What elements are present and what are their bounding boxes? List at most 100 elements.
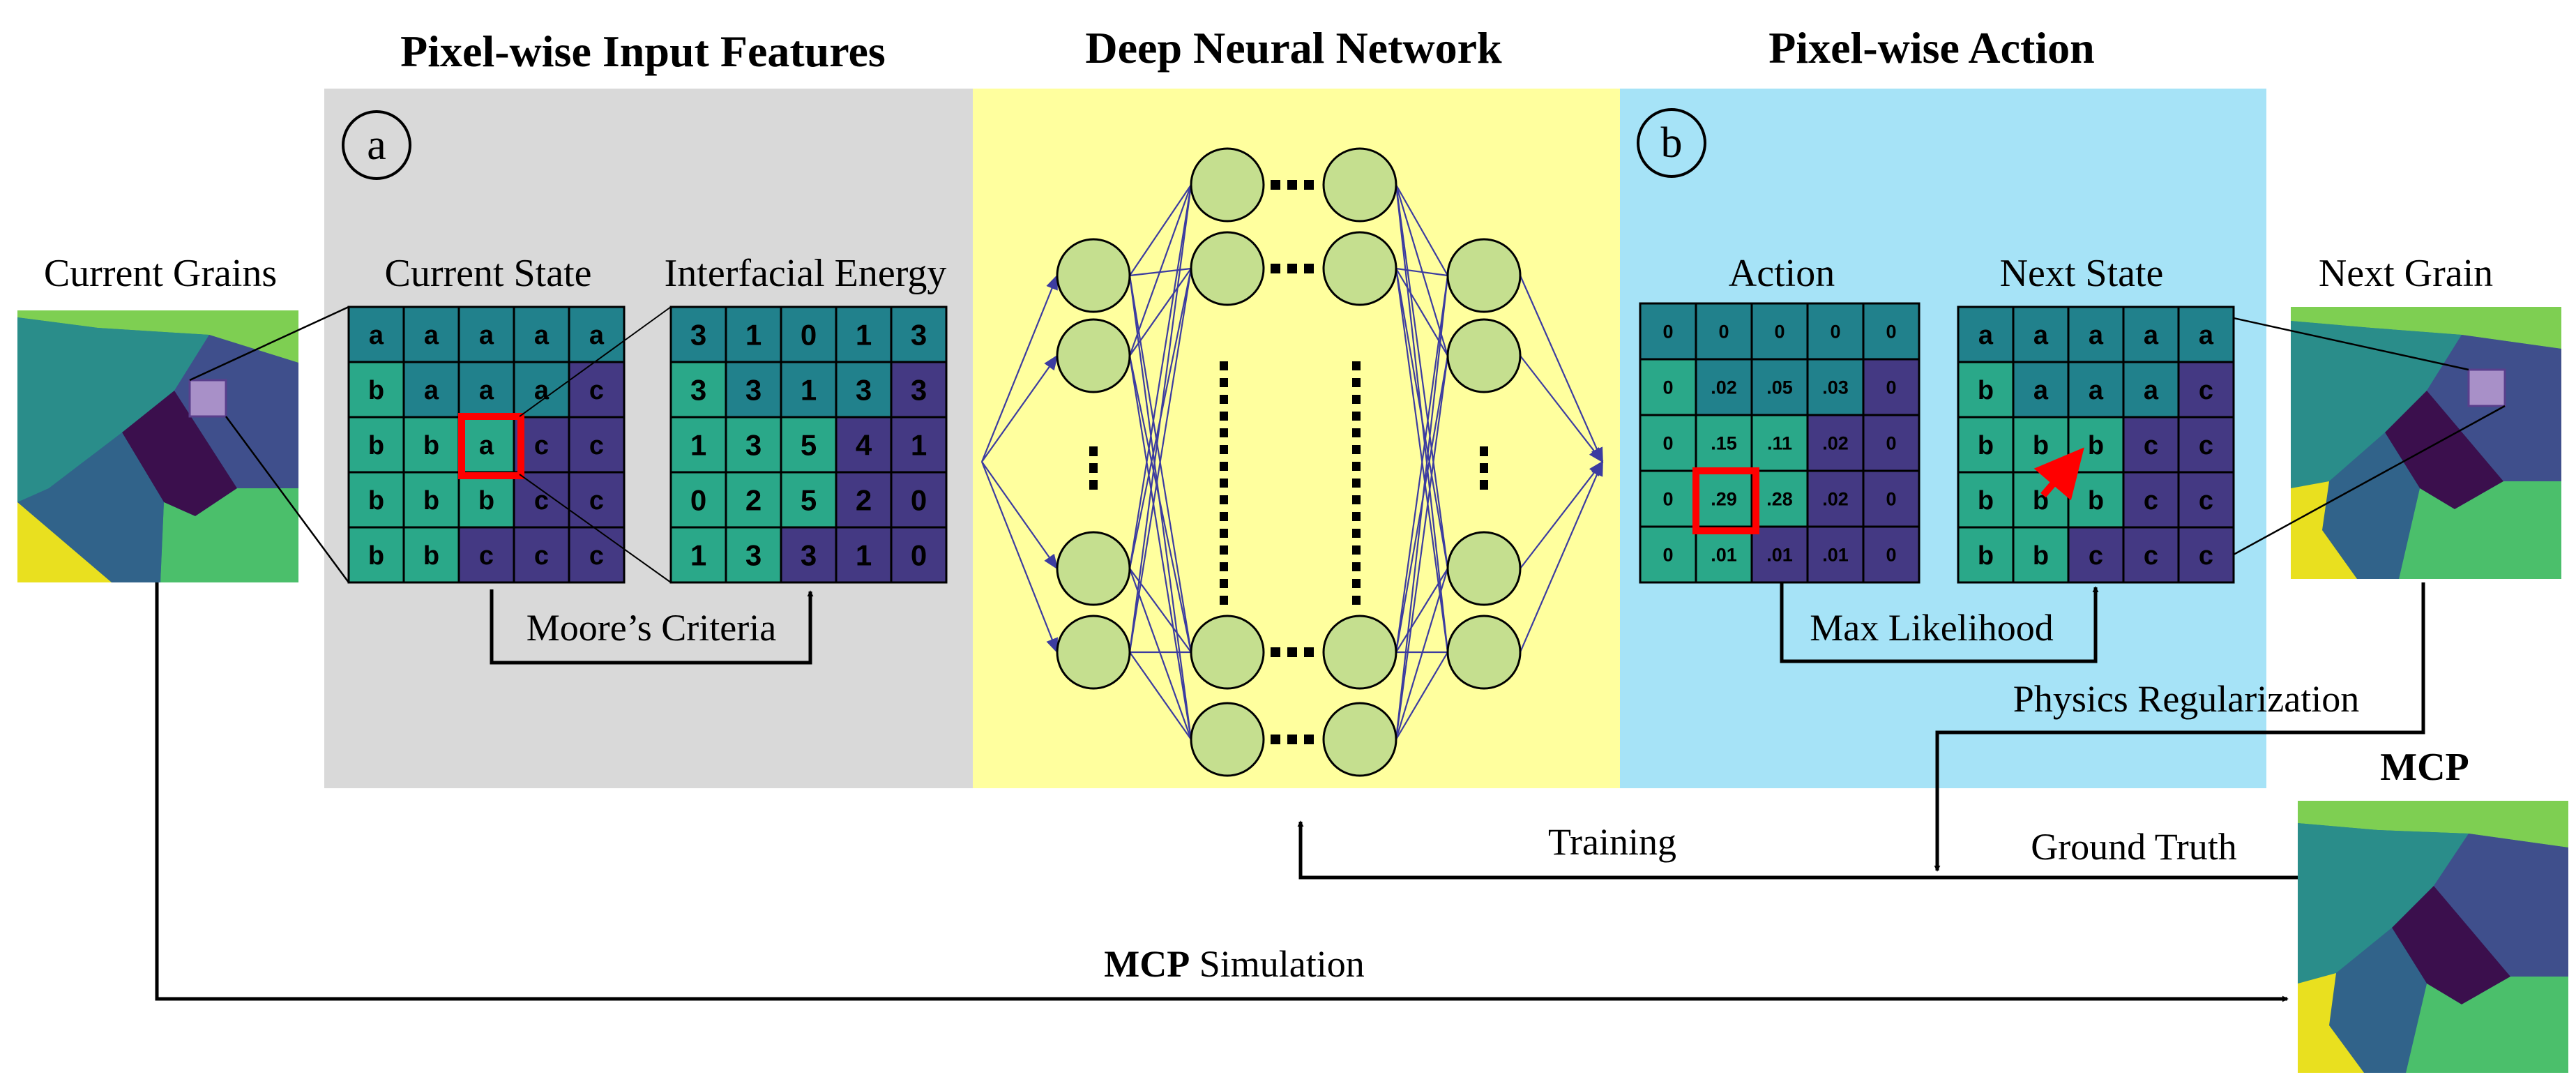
- grid-cell: [2122, 526, 2180, 584]
- grid-cell-value: c: [2144, 486, 2158, 515]
- grid-cell-value: 5: [801, 429, 817, 462]
- hidden-edge: [1129, 268, 1192, 356]
- grid-cell-value: a: [369, 321, 384, 350]
- output-edge: [1519, 460, 1604, 653]
- grid-cell-value: 2: [745, 484, 762, 517]
- grid-cell-value: a: [2199, 321, 2214, 350]
- ellipsis-dot: [1352, 512, 1361, 521]
- next-state-label: Next State: [2000, 252, 2164, 295]
- hidden-edge: [1128, 268, 1192, 653]
- output-edge: [1520, 355, 1604, 463]
- grid-cell-value: c: [2199, 431, 2213, 460]
- grid-cell: [1957, 471, 2015, 529]
- hidden-edge: [1395, 568, 1449, 740]
- ellipsis-dot: [1352, 545, 1361, 555]
- grid-cell: [1806, 469, 1865, 528]
- network-node: [1056, 318, 1131, 393]
- grid-cell-value: a: [2144, 321, 2159, 350]
- ellipsis-dot: [1220, 412, 1228, 421]
- grid-cell-value: a: [479, 431, 494, 460]
- ellipsis-dot: [1304, 180, 1314, 190]
- grid-cell: [1957, 526, 2015, 584]
- ellipsis-dot: [1352, 428, 1361, 437]
- next-grain-image: [2291, 307, 2561, 579]
- ellipsis-dot: [1271, 180, 1280, 190]
- grid-cell-value: b: [368, 541, 384, 571]
- grid-cell-value: a: [424, 376, 439, 405]
- ellipsis-dot: [1220, 378, 1228, 387]
- ellipsis-dot: [1352, 378, 1361, 387]
- grid-cell-value: b: [368, 486, 384, 515]
- grid-cell-value: a: [2144, 376, 2159, 405]
- ellipsis-dot: [1304, 264, 1314, 273]
- network-node: [1056, 615, 1131, 690]
- ellipsis-dot: [1352, 395, 1361, 404]
- ellipsis-dot: [1352, 445, 1361, 454]
- ellipsis-dot: [1304, 647, 1314, 657]
- network-node: [1322, 147, 1397, 223]
- grid-cell-value: b: [2033, 431, 2049, 460]
- grid-cell-value: 0: [1886, 322, 1896, 342]
- grid-cell: [1695, 358, 1753, 416]
- grid-cell-value: c: [534, 541, 549, 571]
- network-node: [1190, 231, 1265, 306]
- grid-cell-value: .29: [1711, 489, 1737, 510]
- grid-cell: [2177, 306, 2235, 363]
- grid-cell: [457, 361, 515, 419]
- network-node: [1322, 231, 1397, 306]
- hidden-edge: [1395, 652, 1448, 740]
- ellipsis-dot: [1220, 361, 1228, 370]
- max-likelihood-label: Max Likelihood: [1810, 607, 2053, 649]
- current-grains-label: Current Grains: [44, 252, 277, 295]
- grid-cell-value: b: [423, 486, 439, 515]
- grid-cell: [1862, 414, 1920, 472]
- output-edge: [1519, 275, 1604, 464]
- grid-cell: [402, 526, 460, 584]
- hidden-edge: [1395, 268, 1449, 569]
- network-node: [1190, 702, 1265, 777]
- ground-truth-label: Ground Truth: [2031, 826, 2237, 868]
- grid-cell-value: a: [479, 376, 494, 405]
- grid-cell-value: 3: [911, 374, 927, 407]
- grid-cell-value: c: [479, 541, 494, 571]
- grid-cell-value: c: [2089, 541, 2103, 571]
- grid-cell: [725, 361, 782, 419]
- current-state-highlight: [458, 413, 524, 479]
- network-node: [1056, 238, 1131, 313]
- grid-cell-value: 3: [745, 374, 762, 407]
- grid-cell: [1862, 525, 1920, 584]
- grid-cell-value: 0: [1886, 489, 1896, 510]
- action-highlight: [1692, 467, 1759, 534]
- hidden-edge: [1395, 184, 1449, 356]
- next-grain-label: Next Grain: [2319, 252, 2493, 295]
- grid-cell-value: 1: [911, 429, 927, 462]
- grid-cell-value: a: [534, 321, 550, 350]
- grid-cell-value: 1: [690, 539, 706, 572]
- input-edge: [980, 273, 1059, 462]
- hidden-edge: [1128, 355, 1192, 653]
- hidden-edge: [1128, 184, 1192, 653]
- grid-cell: [568, 471, 626, 529]
- grid-cell: [513, 526, 570, 584]
- network-node: [1322, 702, 1397, 777]
- interfacial-energy-label: Interfacial Energy: [665, 252, 947, 295]
- ellipsis-dot: [1352, 361, 1361, 370]
- grid-cell-value: b: [478, 486, 494, 515]
- grid-cell-value: b: [423, 541, 439, 571]
- training-arrow: [1297, 820, 2298, 880]
- network-heading: Deep Neural Network: [1085, 23, 1502, 73]
- grid-cell-value: b: [2033, 541, 2049, 571]
- ellipsis-dot: [1480, 463, 1488, 473]
- ellipsis-dot: [1220, 596, 1228, 605]
- current-state-label: Current State: [384, 252, 591, 295]
- input-edge: [981, 461, 1059, 570]
- grid-cell: [1695, 525, 1753, 584]
- mcp-label: MCP: [2380, 746, 2469, 789]
- neural-network: [980, 147, 1604, 777]
- network-node: [1446, 531, 1522, 606]
- grid-cell-value: b: [1978, 486, 1994, 515]
- grid-cell: [835, 416, 893, 474]
- grid-cell: [780, 471, 838, 529]
